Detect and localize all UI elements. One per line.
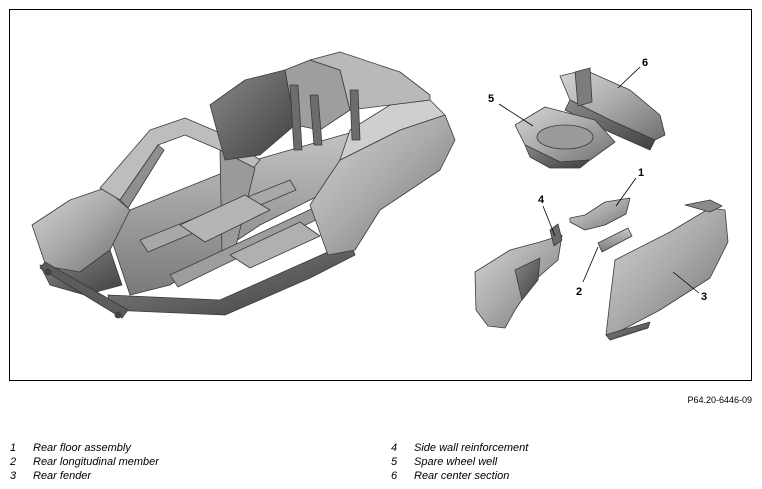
legend-item: 6 Rear center section <box>391 469 528 483</box>
exploded-body-diagram: 1 2 3 4 5 6 <box>31 51 729 341</box>
callout-1: 1 <box>638 167 644 179</box>
legend-number: 5 <box>391 456 398 468</box>
legend-item: 4 Side wall reinforcement <box>391 441 528 455</box>
legend-number: 2 <box>10 456 17 468</box>
legend-number: 4 <box>391 442 398 454</box>
callout-2: 2 <box>576 286 582 298</box>
leader-line-5 <box>498 103 534 127</box>
legend-column-left: 1 Rear floor assembly 2 Rear longitudinal … <box>10 441 159 483</box>
legend-label: Rear center section <box>414 470 510 482</box>
part-rear-longitudinal-member <box>597 227 633 253</box>
legend-number: 3 <box>10 470 17 482</box>
legend-item: 3 Rear fender <box>10 469 159 483</box>
diagram-frame: 1 2 3 4 5 6 <box>9 9 752 381</box>
legend-column-right: 4 Side wall reinforcement 5 Spare wheel we… <box>391 441 528 483</box>
legend-label: Rear floor assembly <box>33 442 131 454</box>
legend-item: 1 Rear floor assembly <box>10 441 159 455</box>
body-shell <box>31 51 456 319</box>
legend-number: 6 <box>391 470 398 482</box>
callout-5: 5 <box>488 93 494 105</box>
legend-number: 1 <box>10 442 17 454</box>
callout-3: 3 <box>701 291 707 303</box>
legend-label: Rear longitudinal member <box>33 456 159 468</box>
leader-line-4 <box>542 205 556 237</box>
callout-6: 6 <box>642 57 648 69</box>
part-rear-fender <box>605 199 729 341</box>
legend-label: Spare wheel well <box>414 456 498 468</box>
callout-4: 4 <box>538 194 545 206</box>
leader-line-6 <box>617 66 641 89</box>
part-spare-wheel-well <box>514 106 616 169</box>
legend-item: 5 Spare wheel well <box>391 455 528 469</box>
legend-label: Rear fender <box>33 470 92 482</box>
legend-item: 2 Rear longitudinal member <box>10 455 159 469</box>
legend: 1 Rear floor assembly 2 Rear longitudinal … <box>10 441 755 487</box>
leader-line-3 <box>672 271 700 294</box>
part-rear-floor-assembly <box>569 197 631 231</box>
figure-reference-code: P64.20-6446-09 <box>687 395 752 405</box>
leader-lines <box>498 66 700 294</box>
leader-line-2 <box>582 246 599 283</box>
leader-line-1 <box>615 177 637 207</box>
legend-label: Side wall reinforcement <box>414 442 529 454</box>
part-side-wall-reinforcement <box>474 223 563 329</box>
part-rear-center-section <box>559 67 666 151</box>
